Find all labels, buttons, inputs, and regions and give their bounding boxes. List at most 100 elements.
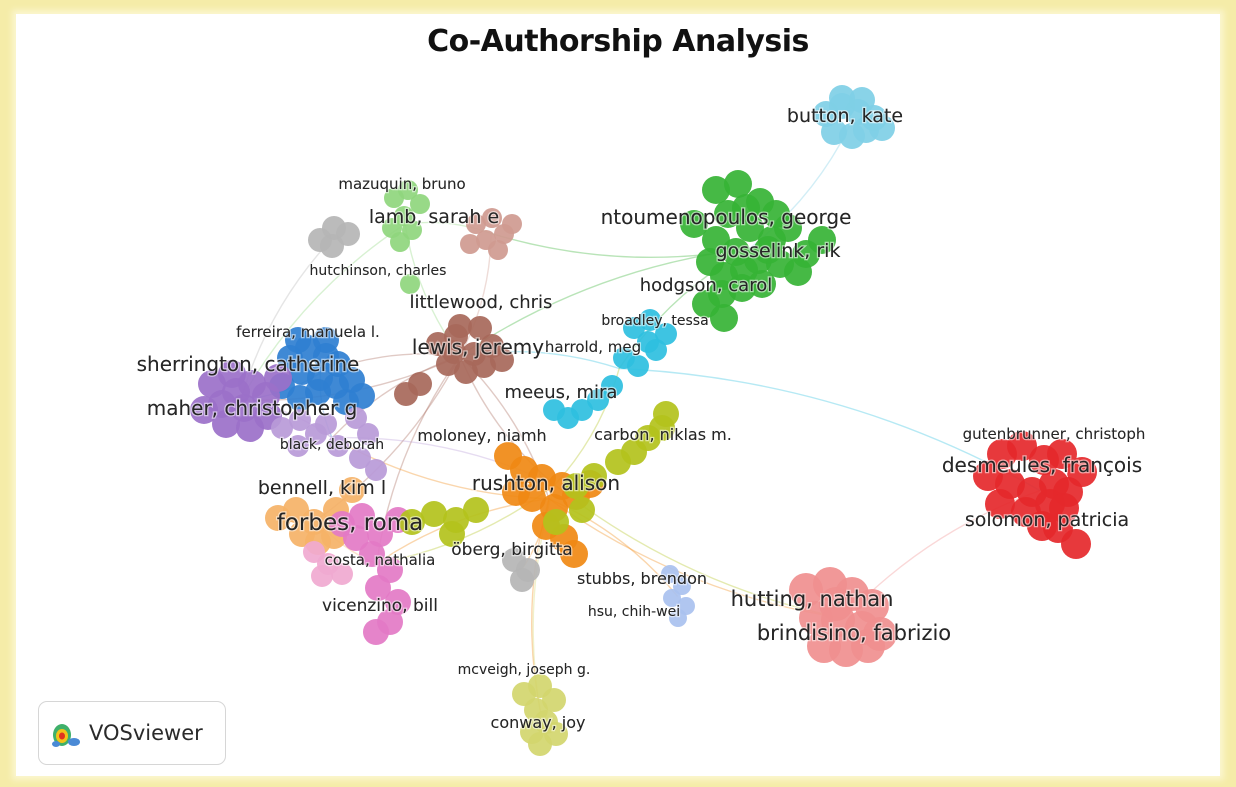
cluster-brown[interactable] xyxy=(394,314,514,406)
author-node[interactable] xyxy=(754,236,782,264)
author-label[interactable]: lewis, jeremy xyxy=(412,335,544,359)
author-label[interactable]: brindisino, fabrizio xyxy=(757,621,951,645)
author-node[interactable] xyxy=(212,410,240,438)
author-node[interactable] xyxy=(581,463,607,489)
author-node[interactable] xyxy=(488,240,508,260)
author-node[interactable] xyxy=(285,327,311,353)
author-node[interactable] xyxy=(390,232,410,252)
cluster-red[interactable] xyxy=(973,431,1097,559)
author-node[interactable] xyxy=(385,589,411,615)
vosviewer-button[interactable]: VOSviewer xyxy=(38,701,226,765)
author-node[interactable] xyxy=(264,364,292,392)
author-label[interactable]: broadley, tessa xyxy=(601,313,708,329)
author-node[interactable] xyxy=(702,176,730,204)
author-label[interactable]: meeus, mira xyxy=(505,382,618,403)
cluster-cyan_top[interactable] xyxy=(813,85,895,149)
author-label[interactable]: öberg, birgitta xyxy=(451,540,572,560)
author-label[interactable]: gosselink, rik xyxy=(716,240,841,262)
author-node[interactable] xyxy=(190,396,218,424)
author-label[interactable]: ntoumenopoulos, george xyxy=(601,205,852,229)
author-node[interactable] xyxy=(639,309,661,331)
author-node[interactable] xyxy=(730,256,758,284)
cluster-midcyan[interactable] xyxy=(543,309,677,429)
cluster-olive[interactable] xyxy=(399,401,679,547)
author-node[interactable] xyxy=(819,587,853,621)
author-node[interactable] xyxy=(653,401,679,427)
author-node[interactable] xyxy=(829,85,855,111)
author-label[interactable]: lamb, sarah e xyxy=(369,206,499,228)
author-node[interactable] xyxy=(359,541,385,567)
author-node[interactable] xyxy=(543,399,565,421)
author-node[interactable] xyxy=(399,509,425,535)
author-node[interactable] xyxy=(1049,493,1079,523)
author-label[interactable]: hsu, chih-wei xyxy=(588,604,680,620)
cluster-khaki[interactable] xyxy=(512,674,568,756)
author-node[interactable] xyxy=(466,214,486,234)
author-node[interactable] xyxy=(320,234,344,258)
author-label[interactable]: maher, christopher g xyxy=(147,396,358,420)
author-label[interactable]: mazuquin, bruno xyxy=(338,175,465,193)
author-node[interactable] xyxy=(1061,529,1091,559)
cluster-lightgreen[interactable] xyxy=(382,180,430,294)
author-label[interactable]: mcveigh, joseph g. xyxy=(458,662,591,678)
cluster-lightpink[interactable] xyxy=(303,541,353,587)
author-node[interactable] xyxy=(645,339,667,361)
author-node[interactable] xyxy=(349,447,371,469)
author-node[interactable] xyxy=(345,407,367,429)
author-label[interactable]: desmeules, françois xyxy=(942,453,1142,477)
author-node[interactable] xyxy=(1047,439,1077,469)
author-node[interactable] xyxy=(271,417,293,439)
author-node[interactable] xyxy=(442,340,466,364)
author-label[interactable]: vicenzino, bill xyxy=(322,596,438,616)
author-label[interactable]: hutting, nathan xyxy=(731,587,894,611)
author-label[interactable]: littlewood, chris xyxy=(410,292,553,313)
author-node[interactable] xyxy=(460,234,480,254)
author-node[interactable] xyxy=(463,497,489,523)
author-node[interactable] xyxy=(289,409,311,431)
author-node[interactable] xyxy=(365,575,391,601)
author-node[interactable] xyxy=(357,423,379,445)
author-node[interactable] xyxy=(331,563,353,585)
author-node[interactable] xyxy=(327,435,349,457)
author-node[interactable] xyxy=(311,565,333,587)
author-node[interactable] xyxy=(313,327,339,353)
author-node[interactable] xyxy=(468,316,492,340)
author-label[interactable]: gutenbrunner, christoph xyxy=(963,425,1146,443)
author-node[interactable] xyxy=(696,248,724,276)
author-node[interactable] xyxy=(349,503,375,529)
author-node[interactable] xyxy=(1007,431,1037,461)
author-node[interactable] xyxy=(601,375,623,397)
author-node[interactable] xyxy=(710,304,738,332)
author-node[interactable] xyxy=(510,568,534,592)
author-node[interactable] xyxy=(1027,511,1057,541)
author-node[interactable] xyxy=(448,314,472,338)
author-node[interactable] xyxy=(587,389,609,411)
author-node[interactable] xyxy=(851,629,885,663)
cluster-lavender[interactable] xyxy=(271,407,387,481)
author-label[interactable]: bennell, kim l xyxy=(258,477,386,499)
author-node[interactable] xyxy=(439,521,465,547)
author-node[interactable] xyxy=(339,477,365,503)
author-node[interactable] xyxy=(400,274,420,294)
author-node[interactable] xyxy=(421,501,447,527)
author-label[interactable]: harrold, meg xyxy=(545,338,641,356)
author-node[interactable] xyxy=(502,214,522,234)
author-node[interactable] xyxy=(569,497,595,523)
author-node[interactable] xyxy=(849,87,875,113)
author-node[interactable] xyxy=(408,372,432,396)
author-label[interactable]: black, deborah xyxy=(280,437,384,453)
author-node[interactable] xyxy=(543,509,569,535)
author-node[interactable] xyxy=(222,378,250,406)
author-node[interactable] xyxy=(287,435,309,457)
author-label[interactable]: solomon, patricia xyxy=(965,509,1129,531)
author-node[interactable] xyxy=(367,521,393,547)
author-node[interactable] xyxy=(627,355,649,377)
author-node[interactable] xyxy=(542,688,566,712)
author-node[interactable] xyxy=(784,258,812,286)
author-node[interactable] xyxy=(490,348,514,372)
author-node[interactable] xyxy=(544,722,568,746)
author-node[interactable] xyxy=(985,489,1015,519)
cluster-gray_mid[interactable] xyxy=(502,548,540,592)
author-label[interactable]: stubbs, brendon xyxy=(577,569,707,588)
author-label[interactable]: sherrington, catherine xyxy=(137,352,360,376)
